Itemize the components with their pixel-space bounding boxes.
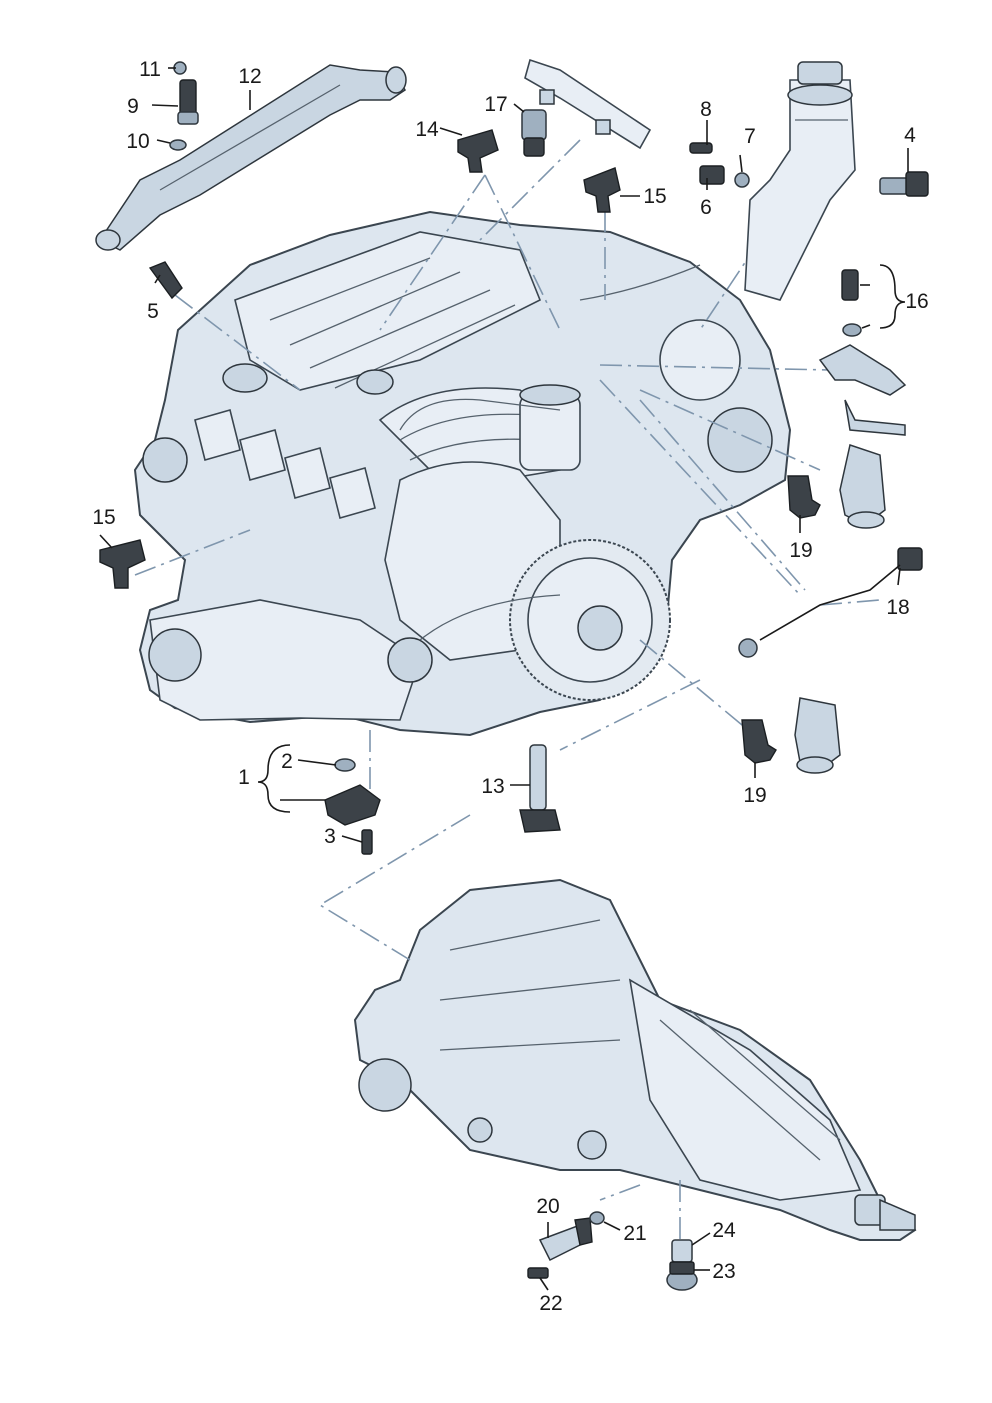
callout-14: 14 (415, 118, 439, 141)
sensor-part-15-left (99, 539, 146, 589)
callout-5: 5 (147, 300, 159, 323)
sensor-part-9 (169, 61, 199, 151)
callout-2: 2 (281, 750, 293, 773)
callout-23: 23 (712, 1260, 735, 1283)
sensor-part-6 (699, 165, 750, 188)
callout-6: 6 (700, 196, 712, 219)
coolant-fitting-upper (839, 444, 886, 529)
sensor-part-23 (666, 1239, 698, 1291)
callout-3: 3 (324, 825, 336, 848)
callout-21: 21 (623, 1222, 646, 1245)
callout-1: 1 (238, 766, 250, 789)
sensor-part-17 (521, 109, 547, 157)
group-brace-1 (257, 744, 291, 813)
sensor-part-19-upper (787, 475, 821, 519)
callout-18: 18 (886, 596, 909, 619)
sensor-part-15-top (583, 167, 621, 213)
sensor-part-13 (519, 744, 561, 833)
callout-22: 22 (539, 1292, 562, 1315)
callout-15-top: 15 (643, 185, 666, 208)
bolt-part-8 (689, 142, 713, 154)
engine-block (133, 210, 792, 737)
fuel-rail (524, 58, 652, 150)
callout-24: 24 (712, 1219, 736, 1242)
callout-8: 8 (700, 98, 712, 121)
sensor-part-5 (148, 261, 183, 300)
association-lines (134, 139, 881, 1240)
sensor-part-16 (841, 269, 862, 337)
callout-19-lower: 19 (743, 784, 766, 807)
sensor-part-1 (324, 758, 381, 855)
callout-labels: 1 2 3 4 5 6 7 8 9 10 11 12 13 14 15 15 1… (92, 58, 928, 1315)
sensor-part-14 (457, 129, 499, 173)
sensor-part-18 (738, 547, 923, 658)
callout-9: 9 (127, 95, 139, 118)
transmission (353, 878, 917, 1241)
callout-16: 16 (905, 290, 928, 313)
coolant-pipe-part-12 (95, 64, 407, 251)
leader-lines (99, 67, 909, 1291)
oil-filter-housing (744, 61, 856, 301)
callout-15-left: 15 (92, 506, 115, 529)
coolant-bracket (818, 344, 907, 436)
callout-17: 17 (484, 93, 507, 116)
callout-4: 4 (904, 124, 916, 147)
sensor-part-19-lower (741, 719, 777, 764)
sensor-part-20 (527, 1211, 605, 1279)
callout-19-upper: 19 (789, 539, 812, 562)
sensor-part-4 (879, 171, 929, 197)
callout-12: 12 (238, 65, 261, 88)
group-brace-16 (879, 264, 906, 329)
callout-13: 13 (481, 775, 504, 798)
callout-7: 7 (744, 125, 756, 148)
coolant-fitting-lower (794, 697, 841, 774)
callout-20: 20 (536, 1195, 559, 1218)
callout-11: 11 (139, 58, 161, 81)
callout-10: 10 (126, 130, 149, 153)
